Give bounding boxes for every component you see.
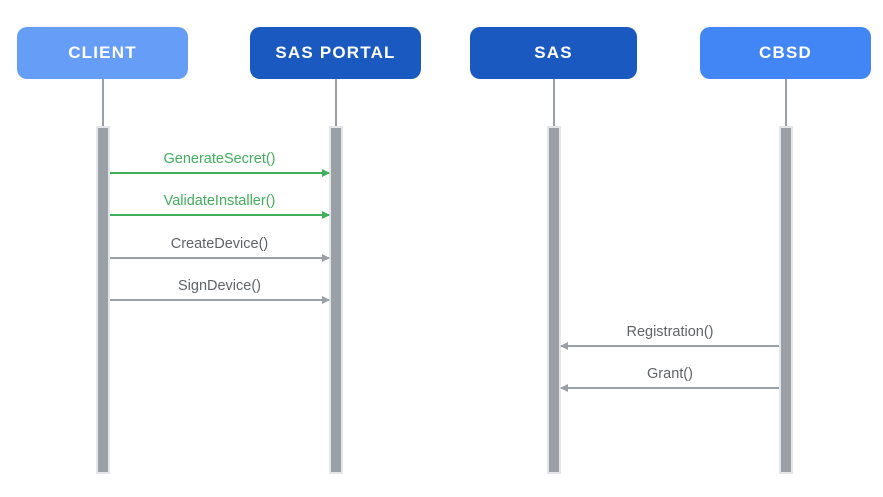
lifeline-client — [102, 79, 104, 126]
lifeline-cbsd — [785, 79, 787, 126]
message-generate-secret: GenerateSecret() — [110, 151, 330, 177]
actor-label-cbsd: CBSD — [759, 43, 812, 62]
actor-box-sas-portal: SAS PORTAL — [250, 27, 421, 79]
message-label: Registration() — [626, 324, 714, 340]
activation-bar-cbsd — [779, 126, 793, 474]
arrow-right-icon — [110, 211, 330, 219]
message-label: SignDevice() — [178, 278, 261, 294]
actor-box-client: CLIENT — [17, 27, 188, 79]
arrow-left-icon — [560, 342, 779, 350]
arrow-right-icon — [110, 169, 330, 177]
message-label: CreateDevice() — [170, 236, 269, 252]
actor-label-sas: SAS — [534, 43, 573, 62]
message-create-device: CreateDevice() — [110, 236, 330, 262]
activation-bar-client — [96, 126, 110, 474]
message-sign-device: SignDevice() — [110, 278, 330, 304]
actor-box-sas: SAS — [470, 27, 637, 79]
arrow-left-icon — [560, 384, 779, 392]
actor-label-client: CLIENT — [68, 43, 137, 62]
arrow-right-icon — [110, 296, 330, 304]
activation-bar-sas — [547, 126, 561, 474]
actor-label-sas-portal: SAS PORTAL — [275, 43, 396, 62]
message-label: GenerateSecret() — [163, 151, 276, 167]
message-label: ValidateInstaller() — [163, 193, 276, 209]
activation-bar-sas-portal — [329, 126, 343, 474]
lifeline-sas — [553, 79, 555, 126]
lifeline-sas-portal — [335, 79, 337, 126]
message-validate-installer: ValidateInstaller() — [110, 193, 330, 219]
message-label: Grant() — [647, 366, 693, 382]
actor-box-cbsd: CBSD — [700, 27, 871, 79]
message-grant: Grant() — [560, 366, 779, 392]
arrow-right-icon — [110, 254, 330, 262]
message-registration: Registration() — [560, 324, 779, 350]
